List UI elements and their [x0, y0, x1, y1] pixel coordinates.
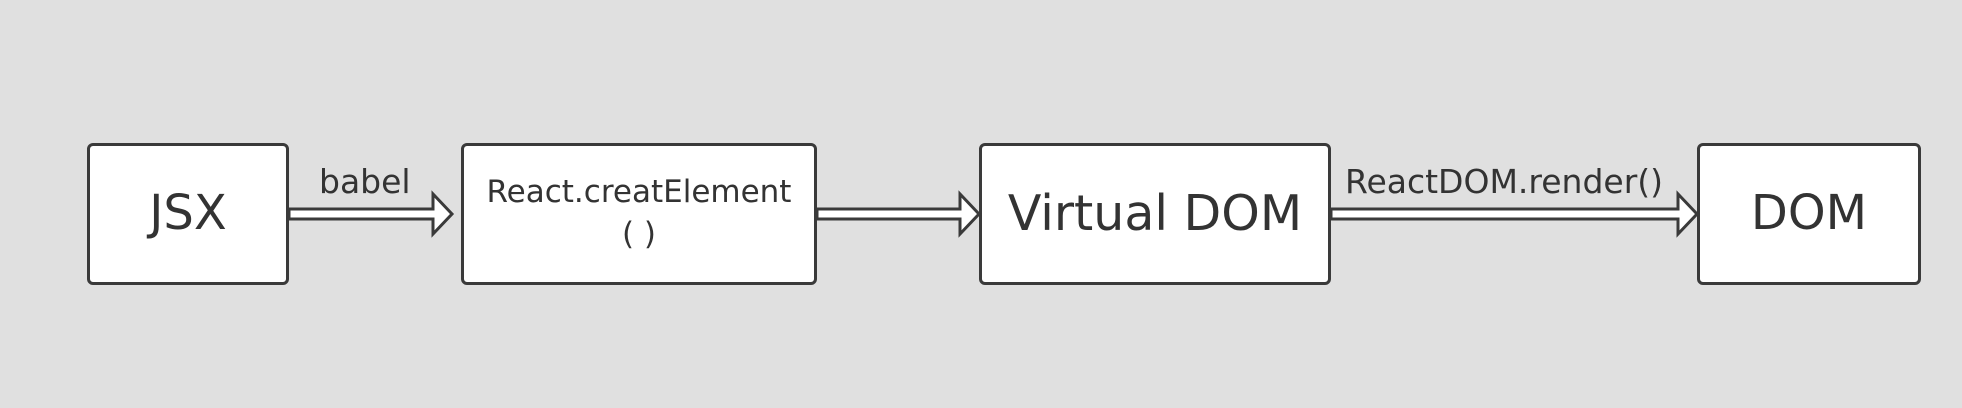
arrow-vdom-to-dom [1329, 190, 1700, 238]
node-dom: DOM [1697, 143, 1921, 285]
node-jsx-label: JSX [149, 185, 227, 242]
node-jsx: JSX [87, 143, 289, 285]
node-react-create-element-label: React.creatElement( ) [486, 174, 792, 252]
edge-label-react-dom-render: ReactDOM.render() [1345, 162, 1664, 201]
arrow-create-to-vdom [815, 190, 982, 238]
node-dom-label: DOM [1750, 185, 1868, 242]
edge-label-babel: babel [319, 162, 411, 201]
arrow-jsx-to-create [287, 190, 455, 238]
node-react-create-element: React.creatElement( ) [461, 143, 817, 285]
node-virtual-dom-label: Virtual DOM [1007, 184, 1303, 242]
